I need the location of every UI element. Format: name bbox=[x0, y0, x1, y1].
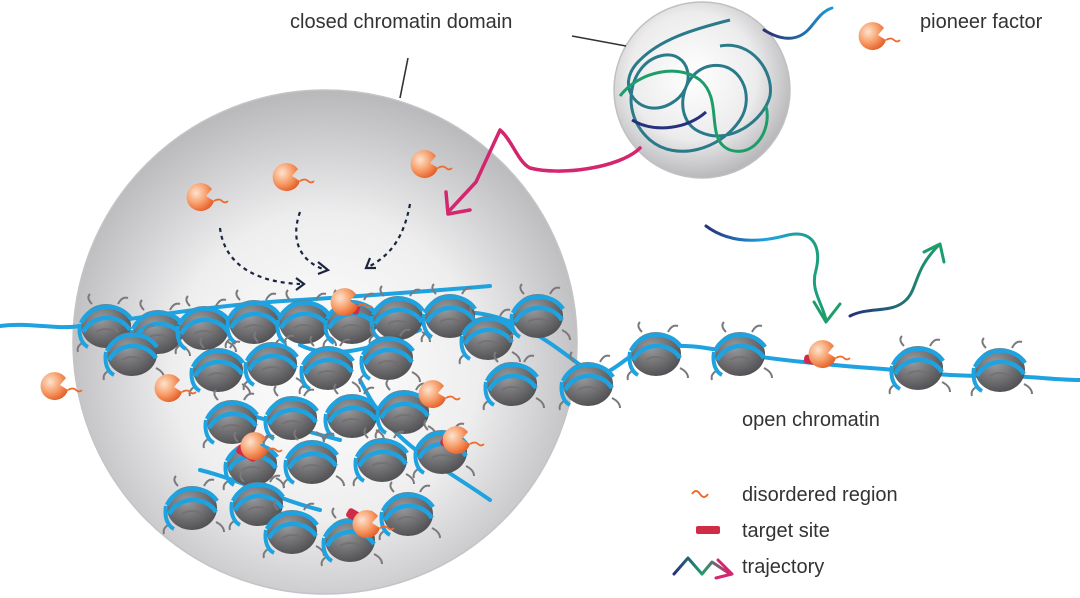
legend: disordered region target site trajectory bbox=[672, 484, 898, 580]
closed-chromatin-domain-label: closed chromatin domain bbox=[290, 11, 512, 33]
legend-target-label: target site bbox=[742, 520, 830, 542]
search-arrows bbox=[218, 203, 412, 286]
label-pointers bbox=[399, 35, 627, 99]
open-chromatin-nucleosomes bbox=[560, 322, 1032, 410]
trajectory-top bbox=[762, 6, 834, 40]
target-site-icon bbox=[696, 526, 720, 534]
pioneer-factor-legend-icon bbox=[857, 21, 901, 51]
legend-disordered-label: disordered region bbox=[742, 484, 898, 506]
open-chromatin-label: open chromatin bbox=[742, 409, 880, 431]
search-arrow-heads bbox=[295, 257, 376, 291]
legend-trajectory-label: trajectory bbox=[742, 556, 824, 578]
trajectory-icon bbox=[672, 556, 734, 580]
disordered-region-icon bbox=[691, 490, 709, 498]
pioneer-factor-label: pioneer factor bbox=[920, 11, 1043, 33]
small-chromatin-domain bbox=[613, 1, 791, 179]
trajectory-into-domain bbox=[444, 128, 642, 216]
open-chromatin-trajectories bbox=[704, 224, 946, 324]
